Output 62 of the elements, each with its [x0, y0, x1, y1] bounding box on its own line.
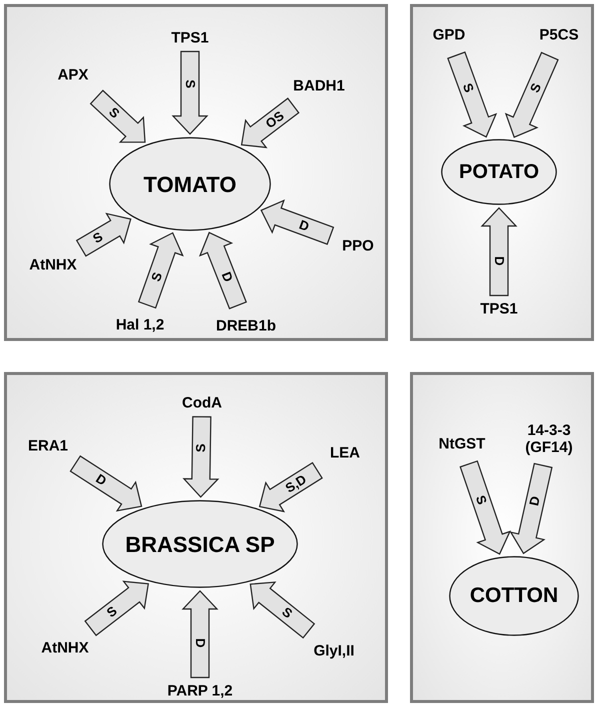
- block-arrow: [70, 455, 142, 512]
- block-arrow: [258, 462, 323, 512]
- edge-label: D: [492, 256, 506, 266]
- gene-label: TPS1: [480, 300, 518, 318]
- ellipse-node: COTTON: [449, 556, 579, 636]
- block-arrow: [260, 199, 334, 245]
- edge-label: S: [527, 82, 544, 96]
- block-arrow: [90, 90, 146, 143]
- edge-label: D: [218, 270, 236, 284]
- edge-label: D: [527, 494, 544, 507]
- gene-label: APX: [58, 66, 88, 84]
- panel-box: [410, 4, 594, 341]
- block-arrow: [480, 207, 518, 296]
- block-arrow: [447, 51, 498, 138]
- block-arrow: [76, 212, 132, 257]
- edge-label: OS: [262, 108, 286, 131]
- edge-label: S: [473, 494, 490, 507]
- edge-label: S,D: [283, 472, 309, 496]
- gene-label: GPD: [432, 26, 466, 44]
- block-arrow: [84, 580, 149, 636]
- gene-label: NtGST: [438, 436, 486, 452]
- block-arrow: [182, 416, 220, 498]
- gene-label: ERA1: [28, 438, 68, 454]
- gene-label: TPS1: [171, 30, 209, 46]
- edge-label: S: [104, 603, 120, 620]
- gene-label: Hal 1,2: [116, 316, 164, 334]
- gene-label: LEA: [330, 444, 360, 462]
- gene-label: P5CS: [539, 26, 579, 44]
- gene-label: GlyI,II: [314, 642, 354, 660]
- block-arrow: [460, 460, 512, 555]
- edge-label: D: [193, 638, 207, 648]
- ellipse-node: BRASSICA SP: [102, 500, 298, 588]
- block-arrow: [172, 50, 208, 135]
- block-arrow: [250, 582, 316, 639]
- gene-label: CodA: [182, 394, 222, 412]
- gene-label: AtNHX: [41, 640, 89, 656]
- edge-label: S: [90, 230, 106, 246]
- block-arrow: [182, 590, 218, 678]
- gene-label: BADH1: [293, 78, 345, 94]
- gene-label: PPO: [342, 238, 374, 254]
- gene-label: AtNHX: [29, 256, 77, 274]
- edge-label: S: [183, 79, 197, 88]
- block-arrow: [240, 98, 300, 148]
- edge-label: S: [194, 443, 208, 452]
- block-arrow: [198, 232, 247, 310]
- edge-label: D: [297, 218, 311, 234]
- edge-label: D: [93, 472, 109, 488]
- edge-label: S: [278, 604, 294, 622]
- panel-box: [410, 372, 594, 703]
- block-arrow: [138, 232, 184, 309]
- ellipse-node: TOMATO: [109, 137, 271, 231]
- edge-label: S: [106, 105, 122, 122]
- panel-box: [4, 4, 388, 341]
- gene-label: 14-3-3 (GF14): [508, 422, 590, 456]
- gene-label: DREB1b: [216, 318, 276, 334]
- ellipse-node: POTATO: [441, 139, 557, 205]
- panel-box: [4, 372, 388, 703]
- edge-label: S: [460, 81, 476, 94]
- edge-label: S: [148, 270, 165, 284]
- gene-label: PARP 1,2: [167, 682, 233, 700]
- block-arrow: [504, 52, 559, 138]
- block-arrow: [510, 462, 553, 554]
